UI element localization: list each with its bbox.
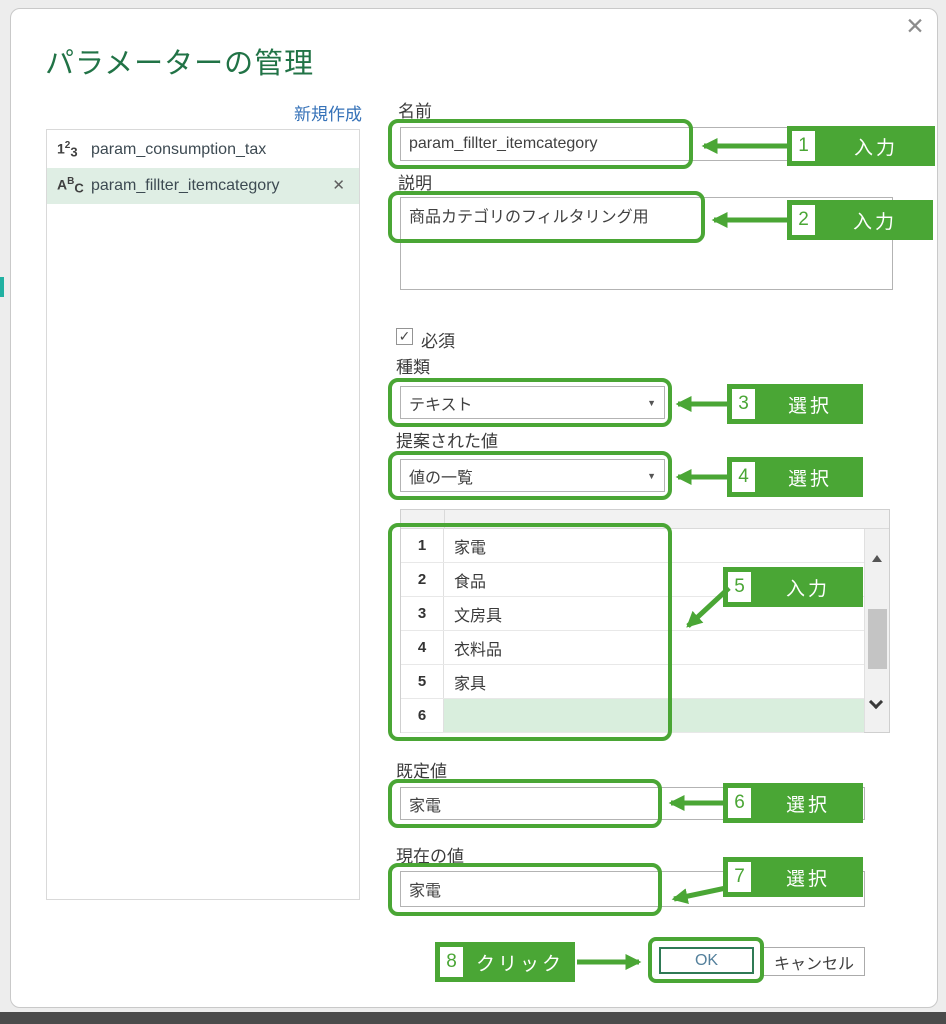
grid-cell[interactable]	[444, 699, 864, 732]
scroll-up-icon[interactable]	[872, 555, 882, 562]
grid-cell[interactable]: 家具	[454, 675, 487, 693]
parameter-name: param_fillter_itemcategory	[91, 177, 280, 194]
grid-cell[interactable]: 食品	[454, 573, 487, 591]
type-dropdown[interactable]: テキスト ▼	[400, 386, 665, 419]
close-icon[interactable]: ✕	[905, 13, 925, 39]
parameter-list: 123 param_consumption_tax ABC param_fill…	[46, 129, 360, 900]
scrollbar-thumb[interactable]	[868, 609, 887, 669]
background-accent	[0, 277, 4, 297]
parameter-list-item-selected[interactable]: ABC param_fillter_itemcategory ✕	[47, 168, 359, 204]
chevron-down-icon: ▼	[647, 397, 656, 408]
background-bottom-bar	[0, 1012, 946, 1024]
default-value-label: 既定値	[396, 762, 447, 781]
chevron-down-icon: ▼	[647, 470, 656, 481]
current-value-label: 現在の値	[396, 847, 464, 866]
parameter-list-item[interactable]: 123 param_consumption_tax	[47, 132, 359, 168]
required-label: 必須	[421, 332, 455, 351]
delete-parameter-icon[interactable]: ✕	[332, 177, 345, 194]
grid-cell[interactable]: 衣料品	[454, 641, 503, 659]
ok-button[interactable]: OK	[659, 947, 754, 974]
type-dropdown-value: テキスト	[409, 396, 473, 414]
values-grid-header	[401, 510, 889, 529]
parameter-name: param_consumption_tax	[91, 141, 267, 158]
description-label: 説明	[398, 174, 432, 193]
scroll-down-icon[interactable]	[868, 694, 884, 710]
name-label: 名前	[398, 102, 432, 121]
grid-row-new[interactable]: 6	[401, 699, 864, 733]
new-parameter-link[interactable]: 新規作成	[294, 105, 362, 124]
dialog-title: パラメーターの管理	[45, 48, 315, 80]
grid-cell[interactable]: 文房具	[454, 607, 503, 625]
text-type-icon: ABC	[57, 176, 84, 196]
type-label: 種類	[396, 358, 430, 377]
suggested-values-dropdown[interactable]: 値の一覧 ▼	[400, 459, 665, 492]
suggested-values-label: 提案された値	[396, 432, 498, 451]
vertical-scrollbar[interactable]	[864, 529, 889, 732]
number-type-icon: 123	[57, 140, 78, 160]
grid-cell[interactable]: 家電	[454, 539, 487, 557]
cancel-button[interactable]: キャンセル	[763, 947, 865, 976]
required-checkbox[interactable]: ✓	[396, 328, 413, 345]
suggested-values-dropdown-value: 値の一覧	[409, 469, 474, 487]
